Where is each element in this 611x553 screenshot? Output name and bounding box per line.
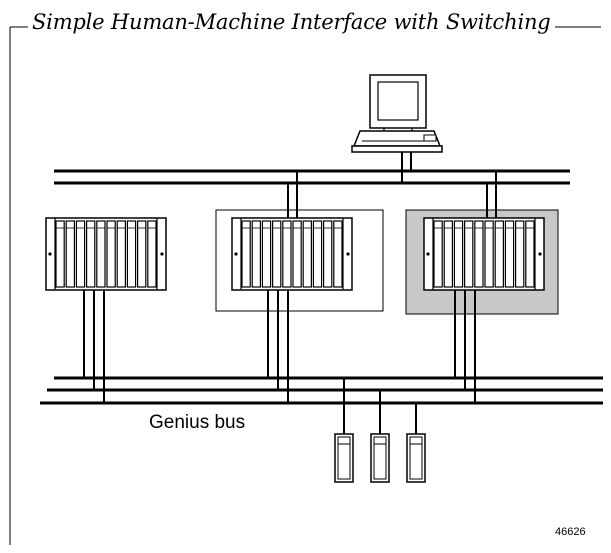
rack-slot: [453, 220, 464, 288]
rack-slot: [126, 220, 137, 288]
plc-rack-icon: [231, 217, 353, 291]
rack-slot: [312, 220, 323, 288]
rack-slot: [272, 220, 282, 288]
rack-slot: [75, 220, 86, 288]
upper-network: [54, 169, 570, 185]
plc-rack-icon: [45, 217, 167, 291]
rack-slot: [96, 220, 106, 288]
rack-slot: [116, 220, 126, 288]
rack-slot: [282, 220, 292, 288]
rack-slot: [292, 220, 302, 288]
rack-slot: [85, 220, 96, 288]
rack-slot: [302, 220, 313, 288]
rack-slot: [251, 220, 261, 288]
rack-slot: [494, 220, 505, 288]
rack-slot: [504, 220, 515, 288]
rack-slot: [484, 220, 494, 288]
rack-slot: [147, 220, 157, 288]
computer-terminal-icon: [351, 74, 443, 153]
controller-bus-drops: [83, 290, 476, 403]
rack-slot: [106, 220, 116, 288]
genius-bus-label: Genius bus: [149, 412, 246, 433]
io-block-icon: [370, 433, 390, 483]
genius-bus: [40, 376, 603, 405]
rack-slot: [333, 220, 343, 288]
rack-slot: [65, 220, 75, 288]
device-drops: [343, 378, 417, 434]
rack-slot: [443, 220, 454, 288]
rack-slot: [137, 220, 147, 288]
rack-slot: [514, 220, 525, 288]
rack-slot: [474, 220, 484, 288]
plc-rack-icon: [423, 217, 545, 291]
io-block-icon: [334, 433, 354, 483]
figure-number: 46626: [555, 526, 586, 538]
io-block-icon: [406, 433, 426, 483]
rack-slot: [241, 220, 251, 288]
controller-network-drops: [287, 171, 497, 218]
rack-slot: [525, 220, 535, 288]
rack-slot: [464, 220, 474, 288]
rack-slot: [55, 220, 65, 288]
figure-title: Simple Human-Machine Interface with Swit…: [28, 10, 555, 34]
rack-slot: [261, 220, 272, 288]
rack-slot: [433, 220, 443, 288]
workstation-connection: [401, 152, 412, 183]
rack-slot: [323, 220, 333, 288]
